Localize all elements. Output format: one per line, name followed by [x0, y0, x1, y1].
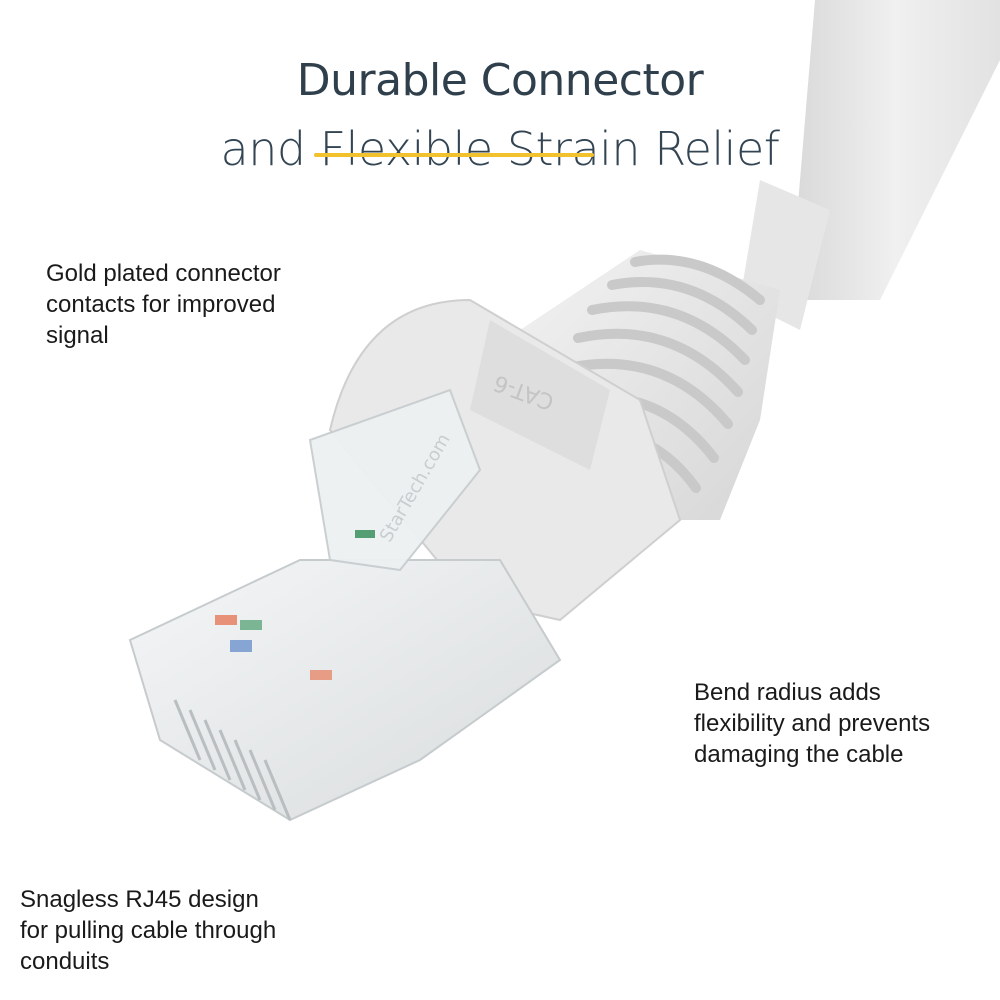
callout-line: contacts for improved [46, 291, 276, 318]
callout-line: flexibility and prevents [694, 710, 931, 737]
rj45-plug: StarTech.com [128, 388, 562, 822]
callout-line: Snagless RJ45 design [20, 886, 259, 913]
callout-gold-contacts: Gold plated connector contacts for impro… [46, 258, 281, 351]
callout-line: damaging the cable [694, 741, 904, 768]
headline-line-1: Durable Connector [296, 55, 704, 107]
callout-line: conduits [20, 948, 110, 975]
headline-line-2: and Flexible Strain Relief [220, 122, 780, 177]
callout-bend-radius: Bend radius adds flexibility and prevent… [694, 677, 930, 770]
callout-line: Gold plated connector [46, 260, 281, 287]
callout-line: signal [46, 322, 109, 349]
accent-divider [314, 153, 594, 157]
callout-snagless: Snagless RJ45 design for pulling cable t… [20, 884, 276, 977]
snagless-hood: CAT-6 [328, 298, 682, 622]
callout-line: Bend radius adds [694, 679, 881, 706]
callout-line: for pulling cable through [20, 917, 277, 944]
